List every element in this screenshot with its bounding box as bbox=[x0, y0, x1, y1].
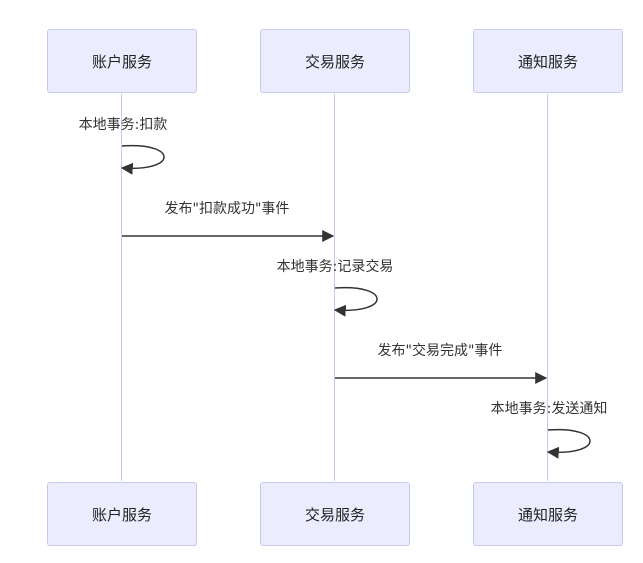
participant-label: 通知服务 bbox=[517, 52, 578, 71]
message-label-3: 本地事务:记录交易 bbox=[276, 259, 394, 275]
participant-label: 通知服务 bbox=[517, 505, 578, 524]
message-label-2: 发布"扣款成功"事件 bbox=[164, 201, 290, 217]
participant-label: 账户服务 bbox=[91, 505, 152, 524]
participant-label: 交易服务 bbox=[304, 52, 365, 71]
message-label-4: 发布"交易完成"事件 bbox=[377, 343, 503, 359]
self-arrow-notify bbox=[546, 428, 591, 459]
message-label-1: 本地事务:扣款 bbox=[78, 117, 168, 133]
participant-account-top: 账户服务 bbox=[47, 29, 197, 93]
message-label-5: 本地事务:发送通知 bbox=[490, 401, 608, 417]
participant-trade-top: 交易服务 bbox=[260, 29, 410, 93]
lifeline-trade bbox=[334, 94, 335, 481]
self-arrow-trade bbox=[333, 286, 378, 317]
self-arrow-account bbox=[120, 144, 165, 175]
participant-label: 交易服务 bbox=[304, 505, 365, 524]
participant-account-bottom: 账户服务 bbox=[47, 482, 197, 546]
lifeline-notify bbox=[547, 94, 548, 481]
participant-notify-top: 通知服务 bbox=[473, 29, 623, 93]
participant-label: 账户服务 bbox=[91, 52, 152, 71]
participant-trade-bottom: 交易服务 bbox=[260, 482, 410, 546]
participant-notify-bottom: 通知服务 bbox=[473, 482, 623, 546]
lifeline-account bbox=[121, 94, 122, 481]
